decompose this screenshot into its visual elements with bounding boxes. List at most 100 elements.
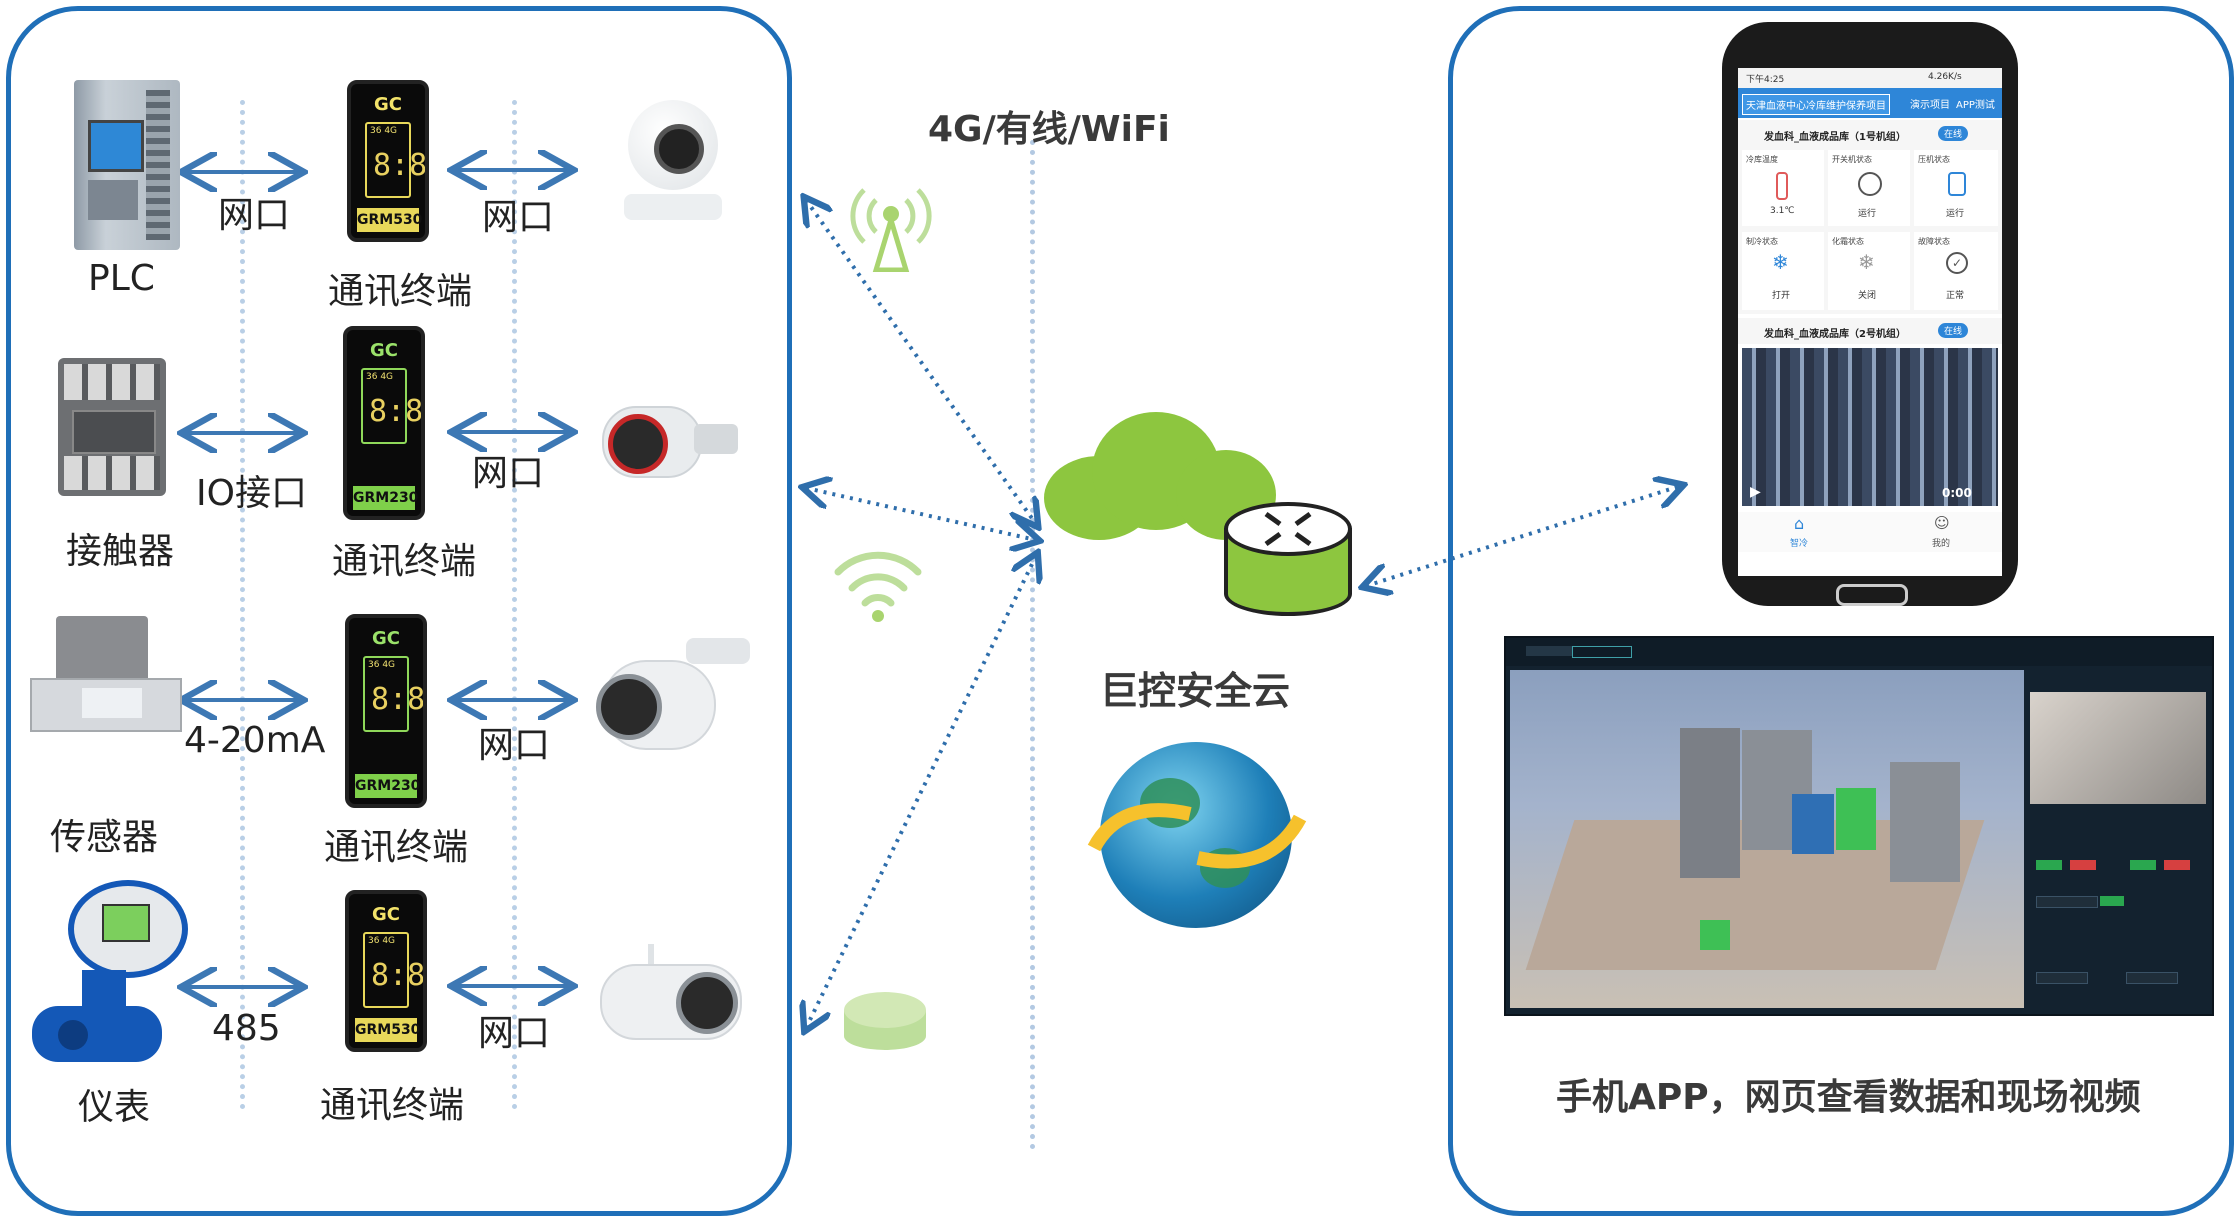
camera-link-label: 网口	[482, 197, 555, 238]
link-label: 4-20mA	[184, 720, 326, 761]
side-camera-view	[2030, 692, 2206, 804]
3d-plant-view	[1510, 670, 2024, 1008]
cell-value: 3.1℃	[1770, 206, 1795, 216]
play-icon[interactable]: ▶	[1750, 484, 1761, 500]
bullet-camera-icon	[602, 398, 744, 482]
wifi-camera-icon	[596, 944, 742, 1044]
terminal-screen	[361, 368, 421, 444]
terminal-model: GRM530	[355, 1018, 420, 1042]
status-cell[interactable]: 开关机状态 运行	[1828, 150, 1910, 226]
home-icon[interactable]: ⌂	[1794, 514, 1805, 533]
power-gauge-icon	[1858, 172, 1882, 196]
cell-label: 冷库温度	[1746, 155, 1778, 164]
cell-label: 故障状态	[1918, 237, 1950, 246]
terminal-model: GRM230	[355, 774, 420, 798]
nav-home[interactable]: 智冷	[1790, 539, 1809, 549]
terminal-label: 通讯终端	[324, 827, 469, 868]
cell-label: 化霜状态	[1832, 237, 1864, 246]
status-cell[interactable]: 化霜状态 ❄ 关闭	[1828, 232, 1910, 310]
terminal-label: 通讯终端	[332, 541, 477, 582]
communication-terminal: GC GRM230	[345, 614, 427, 808]
device-label-plc: PLC	[88, 258, 155, 299]
defrost-icon: ❄	[1858, 250, 1875, 274]
thermometer-icon	[1776, 172, 1788, 200]
terminal-brand: GC	[370, 340, 398, 361]
wifi-icon	[832, 546, 924, 624]
cell-value: 打开	[1772, 291, 1791, 301]
phone-screen: 下午4:25 4.26K/s 天津血液中心冷库维护保养项目 演示项目 APP测试…	[1738, 68, 2002, 576]
tab-project-2[interactable]: 演示项目	[1910, 100, 1950, 111]
terminal-brand: GC	[374, 94, 402, 115]
compressor-icon	[1948, 172, 1966, 196]
nav-mine[interactable]: 我的	[1932, 539, 1951, 549]
outdoor-camera-icon	[596, 638, 754, 754]
device-label-meter: 仪表	[78, 1087, 151, 1128]
cell-tower-icon	[846, 172, 936, 273]
cell-label: 开关机状态	[1832, 155, 1872, 164]
contactor-image	[58, 358, 166, 496]
communication-terminal: GC GRM230	[343, 326, 425, 520]
status-cell[interactable]: 压机状态 运行	[1914, 150, 1998, 226]
phone-device: 下午4:25 4.26K/s 天津血液中心冷库维护保养项目 演示项目 APP测试…	[1722, 22, 2018, 606]
video-time: 0:00	[1942, 486, 1972, 500]
status-cell[interactable]: 故障状态 ✓ 正常	[1914, 232, 1998, 310]
snowflake-icon: ❄	[1772, 250, 1789, 274]
bottom-nav: ⌂ 智冷 ☺ 我的	[1738, 512, 2002, 552]
device-label-sensor: 传感器	[50, 817, 159, 858]
unit-title: 发血科_血液成品库（2号机组）	[1764, 329, 1906, 340]
flowmeter-image	[32, 880, 188, 1066]
link-label: 485	[212, 1008, 281, 1049]
terminal-label: 通讯终端	[320, 1085, 465, 1126]
small-router-icon	[844, 992, 926, 1054]
cell-label: 制冷状态	[1746, 237, 1778, 246]
status-cell[interactable]: 冷库温度 3.1℃	[1742, 150, 1824, 226]
terminal-brand: GC	[372, 628, 400, 649]
terminal-label: 通讯终端	[328, 271, 473, 312]
link-label: 网口	[218, 195, 291, 236]
home-button[interactable]	[1836, 584, 1908, 606]
communication-terminal: GC GRM530	[345, 890, 427, 1052]
cloud-label: 巨控安全云	[1100, 669, 1291, 713]
side-controls	[2030, 814, 2206, 1004]
terminal-screen	[365, 122, 425, 198]
unit-title: 发血科_血液成品库（1号机组）	[1764, 132, 1906, 143]
globe-icon	[1080, 738, 1312, 934]
communication-terminal: GC GRM530	[347, 80, 429, 242]
plc-image	[74, 80, 180, 250]
cell-value: 关闭	[1858, 291, 1877, 301]
sensor-image	[30, 616, 182, 744]
cell-value: 运行	[1946, 209, 1965, 219]
right-panel	[1448, 6, 2234, 1216]
status-cell[interactable]: 制冷状态 ❄ 打开	[1742, 232, 1824, 310]
tab-project-1[interactable]: 天津血液中心冷库维护保养项目	[1742, 94, 1890, 115]
terminal-model: GRM530	[357, 208, 422, 232]
video-player[interactable]: ▶ 0:00	[1742, 348, 1998, 506]
web-dashboard-screenshot	[1504, 636, 2214, 1016]
terminal-model: GRM230	[353, 486, 418, 510]
terminal-screen	[363, 656, 423, 732]
user-icon[interactable]: ☺	[1934, 514, 1950, 532]
terminal-brand: GC	[372, 904, 400, 925]
status-time: 下午4:25	[1746, 75, 1785, 85]
cell-value: 运行	[1858, 209, 1877, 219]
camera-link-label: 网口	[478, 1013, 551, 1054]
unit-card-1: 发血科_血液成品库（1号机组） 在线 冷库温度 3.1℃ 开关机状态 运行 压机…	[1738, 120, 2002, 314]
left-panel	[6, 6, 792, 1216]
bottom-caption: 手机APP，网页查看数据和现场视频	[1556, 1077, 2141, 1118]
status-speed: 4.26K/s	[1928, 72, 1962, 82]
cell-label: 压机状态	[1918, 155, 1950, 164]
dome-camera-icon	[624, 100, 722, 222]
online-badge: 在线	[1938, 323, 1969, 338]
separator-line	[240, 100, 245, 1110]
unit-card-2: 发血科_血液成品库（2号机组） 在线	[1738, 318, 2002, 344]
project-tabs: 天津血液中心冷库维护保养项目 演示项目 APP测试	[1738, 88, 2002, 118]
device-label-contactor: 接触器	[66, 531, 175, 572]
camera-link-label: 网口	[478, 725, 551, 766]
cell-value: 正常	[1946, 291, 1965, 301]
terminal-screen	[363, 932, 423, 1008]
check-icon: ✓	[1946, 252, 1968, 274]
online-badge: 在线	[1938, 126, 1969, 141]
tab-project-3[interactable]: APP测试	[1956, 100, 1995, 111]
separator-line	[512, 100, 517, 1110]
